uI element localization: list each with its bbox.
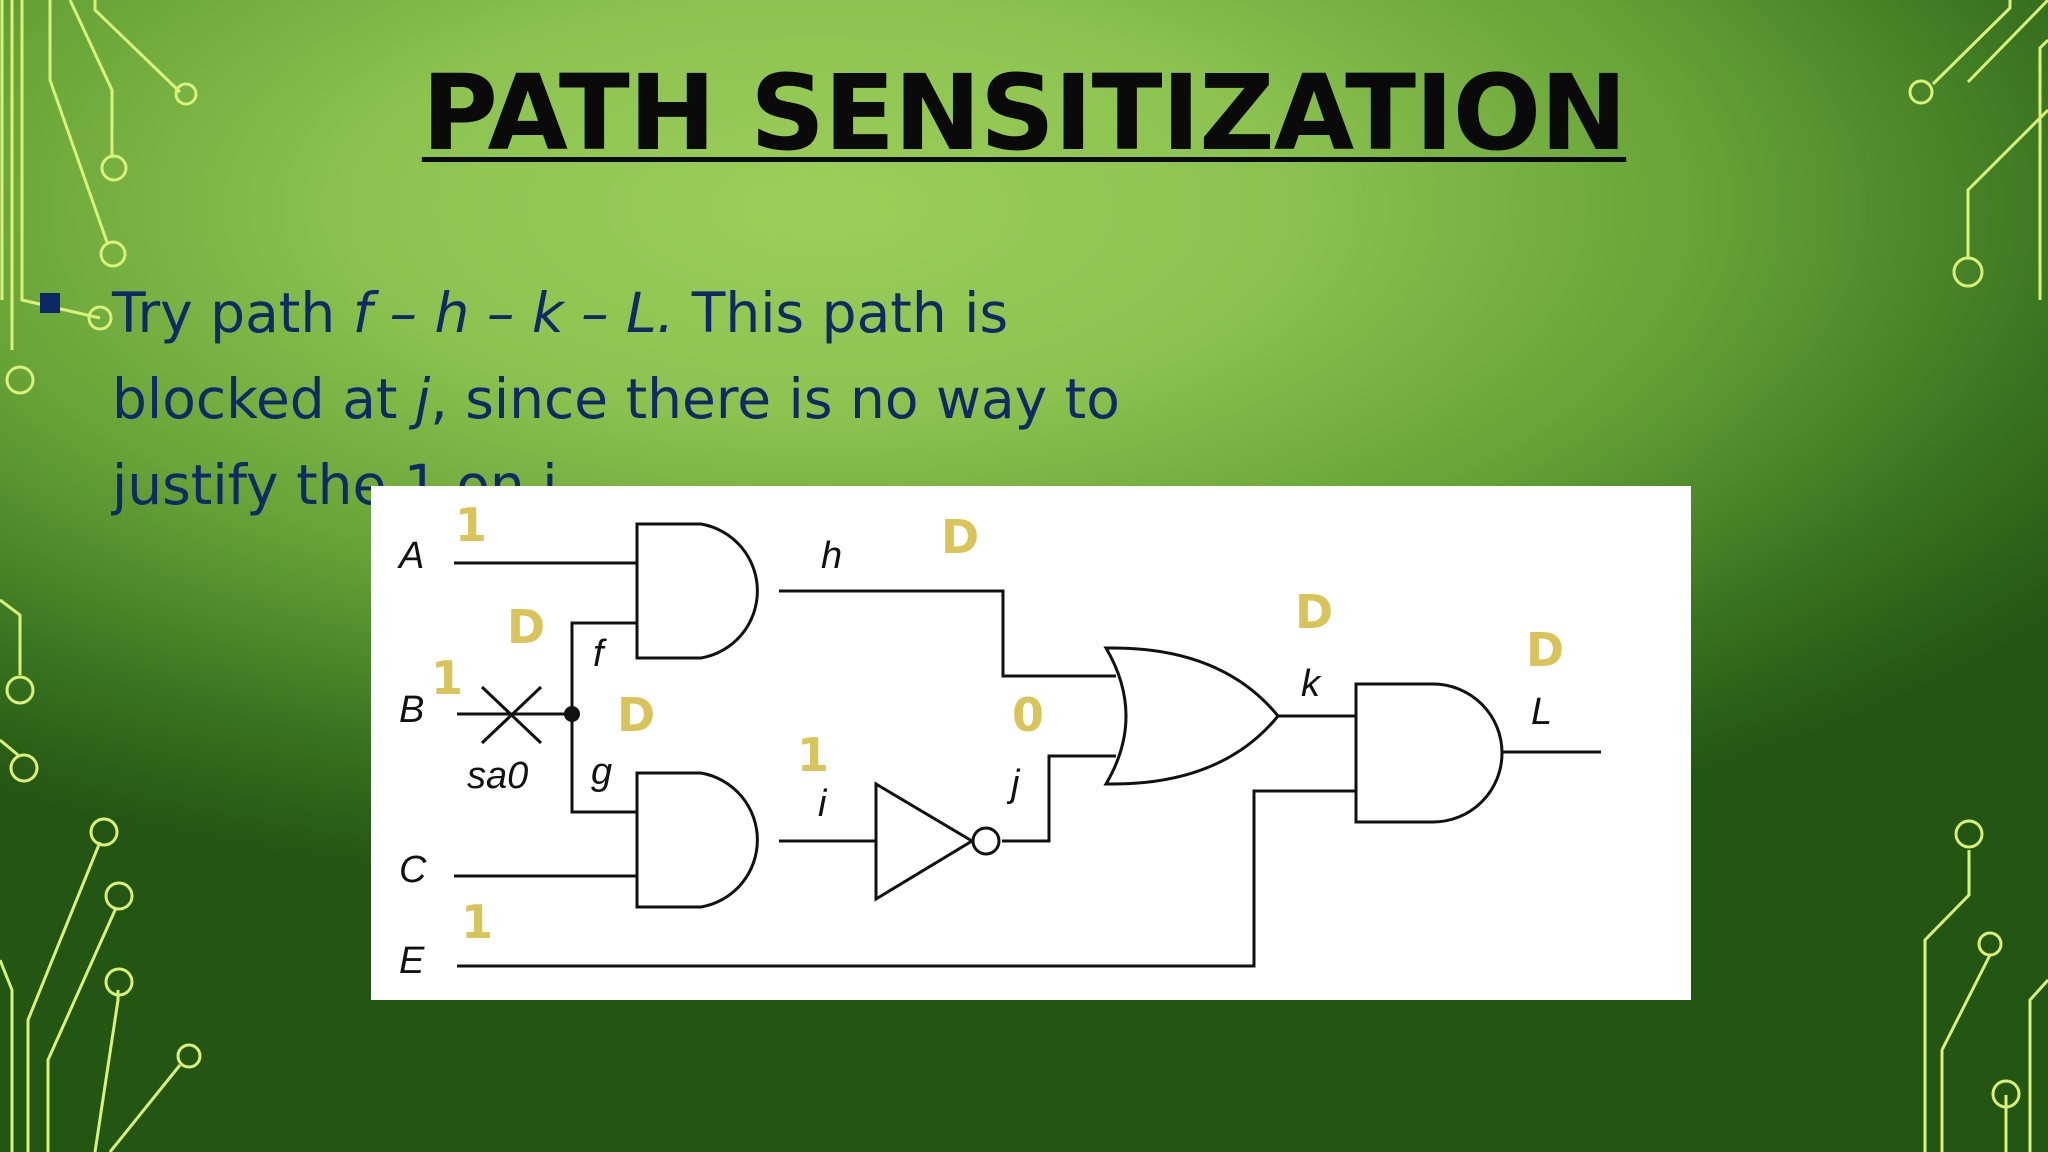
wire-g [570, 714, 637, 814]
wire-j [1002, 754, 1116, 843]
value-f: D [507, 600, 545, 654]
bullet-line1-a: Try path [112, 281, 353, 345]
value-e: 1 [461, 895, 493, 949]
label-g: g [591, 751, 612, 793]
label-j: j [1006, 763, 1021, 805]
label-h: h [821, 535, 842, 577]
value-k: D [1295, 585, 1333, 639]
bullet-square-icon [40, 293, 60, 313]
left-bottom-traces [0, 598, 202, 1152]
label-c: C [399, 849, 427, 891]
value-i: 1 [797, 728, 829, 782]
bullet-line2-b: , since there is no way to [430, 367, 1120, 431]
wire-e [457, 789, 1356, 968]
value-h: D [941, 510, 979, 564]
bullet-path-expression: f – h – k – L. [352, 281, 675, 345]
label-b: B [399, 689, 424, 731]
value-a: 1 [455, 498, 487, 552]
bullet-text: Try path f – h – k – L. This path is bloc… [112, 270, 1262, 528]
label-fault: sa0 [467, 755, 528, 797]
label-k: k [1301, 663, 1322, 705]
label-i: i [818, 783, 828, 825]
value-j: 0 [1012, 688, 1044, 742]
value-l: D [1526, 623, 1564, 677]
label-a: A [397, 535, 424, 577]
left-top-traces [0, 0, 198, 395]
stuck-at-fault-icon [480, 685, 543, 745]
and-gate-i [635, 771, 759, 909]
slide-title-text: PATH SENSITIZATION [421, 52, 1627, 174]
circuit-wires [454, 561, 1601, 968]
and-gate-l [1354, 682, 1504, 824]
value-g: D [617, 688, 655, 742]
label-f: f [593, 633, 607, 675]
and-gate-h [635, 522, 759, 660]
not-gate [874, 781, 975, 902]
label-e: E [399, 940, 425, 982]
wire-h [779, 589, 1116, 678]
slide-title: PATH SENSITIZATION [0, 52, 2048, 174]
wire-f [570, 621, 637, 714]
bullet-line1-b: This path is [674, 281, 1009, 345]
right-top-traces [1908, 0, 2048, 300]
not-gate-bubble [971, 826, 1001, 856]
value-b: 1 [431, 651, 463, 705]
bullet-line2-j: j [414, 367, 431, 431]
or-gate-k [1103, 646, 1280, 786]
circuit-diagram: A B C E sa0 f g h i j k L 1 1 D D D 1 0 … [371, 486, 1691, 1000]
right-bottom-traces [1923, 819, 2048, 1152]
fanout-junction-dot [564, 706, 580, 722]
label-l: L [1531, 691, 1552, 733]
bullet-line2-a: blocked at [112, 367, 415, 431]
